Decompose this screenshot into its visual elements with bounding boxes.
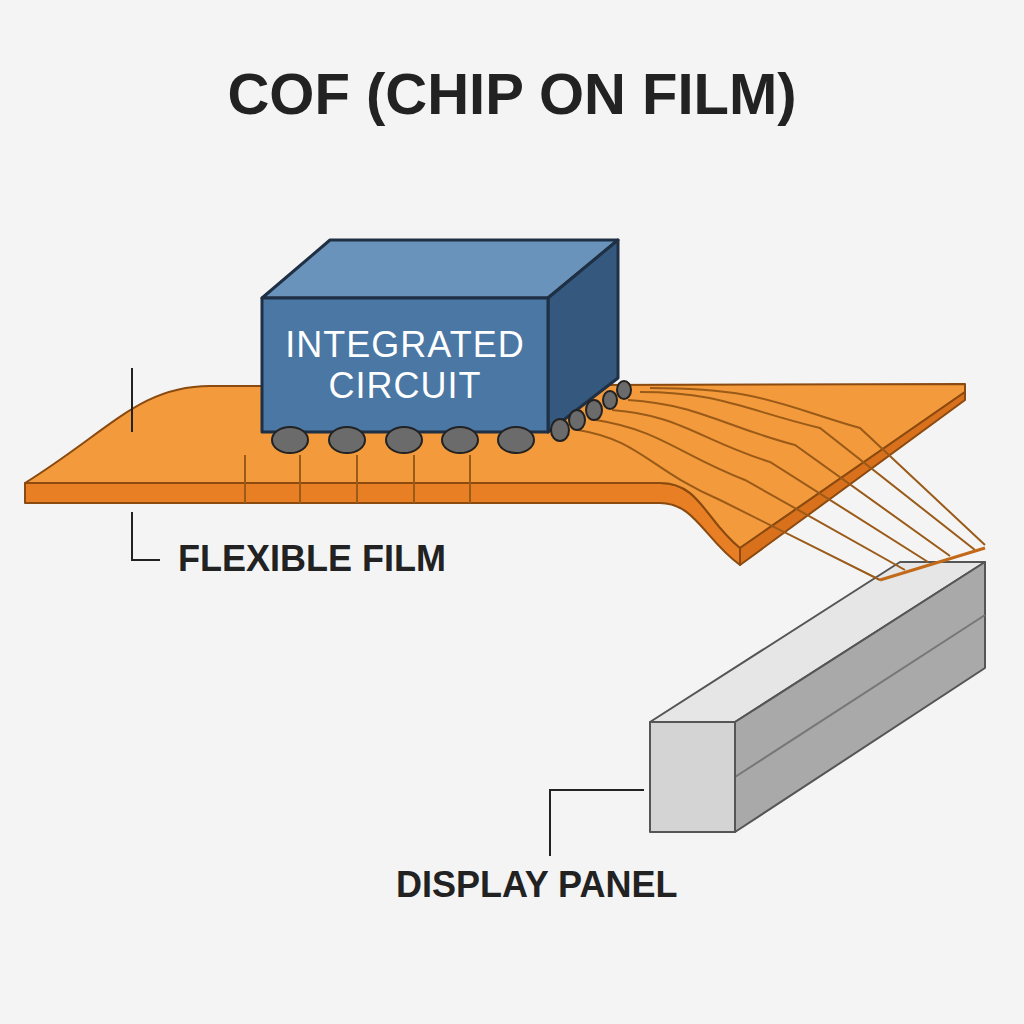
chip-label-box: INTEGRATED CIRCUIT — [262, 298, 548, 432]
panel-label: DISPLAY PANEL — [396, 864, 677, 906]
chip-label: INTEGRATED CIRCUIT — [272, 324, 538, 407]
leader-lines — [132, 368, 644, 856]
diagram-title: COF (CHIP ON FILM) — [227, 60, 796, 127]
ic-chip — [262, 240, 618, 432]
display-panel — [650, 562, 985, 832]
panel-trace-ends — [880, 548, 985, 580]
film-label: FLEXIBLE FILM — [178, 538, 446, 580]
